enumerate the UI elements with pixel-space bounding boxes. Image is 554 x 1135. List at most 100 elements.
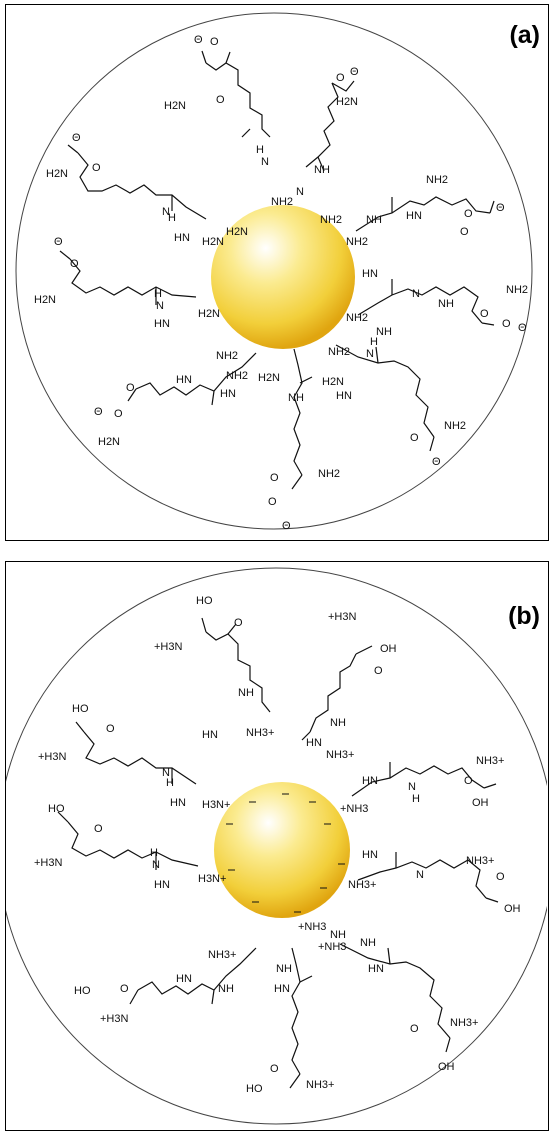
svg-text:Θ: Θ [496, 202, 505, 214]
svg-text:HN: HN [170, 797, 186, 809]
svg-text:NH3+: NH3+ [246, 727, 274, 739]
svg-text:NH2: NH2 [320, 214, 342, 226]
svg-text:NH3+: NH3+ [476, 755, 504, 767]
svg-text:H2N: H2N [322, 376, 344, 388]
svg-text:N: N [162, 767, 170, 779]
svg-text:NH: NH [276, 963, 292, 975]
svg-text:Θ: Θ [518, 322, 527, 334]
svg-text:Θ: Θ [282, 520, 291, 532]
svg-text:H: H [154, 288, 162, 300]
svg-text:NH3+: NH3+ [348, 879, 376, 891]
svg-text:Θ: Θ [432, 456, 441, 468]
svg-text:N: N [366, 348, 374, 360]
svg-text:NH3+: NH3+ [208, 949, 236, 961]
svg-text:O: O [94, 823, 103, 835]
svg-text:H2N: H2N [98, 436, 120, 448]
svg-text:H2N: H2N [46, 168, 68, 180]
svg-text:H: H [370, 336, 378, 348]
svg-text:NH: NH [366, 214, 382, 226]
svg-text:NH: NH [314, 164, 330, 176]
svg-text:+NH3: +NH3 [298, 921, 326, 933]
svg-text:OH: OH [380, 643, 397, 655]
svg-text:HN: HN [274, 983, 290, 995]
svg-text:NH3+: NH3+ [450, 1017, 478, 1029]
svg-text:+H3N: +H3N [154, 641, 182, 653]
svg-text:H: H [150, 847, 158, 859]
svg-text:O: O [464, 775, 473, 787]
outer-circle [15, 12, 533, 530]
svg-text:HN: HN [336, 390, 352, 402]
svg-text:HN: HN [174, 232, 190, 244]
svg-text:OH: OH [438, 1061, 455, 1073]
svg-text:H3N+: H3N+ [202, 799, 230, 811]
svg-text:NH3+: NH3+ [466, 855, 494, 867]
svg-text:N: N [416, 869, 424, 881]
outer-circle [6, 567, 547, 1125]
svg-text:+NH3: +NH3 [340, 803, 368, 815]
svg-text:HN: HN [406, 210, 422, 222]
svg-text:+H3N: +H3N [34, 857, 62, 869]
svg-text:HN: HN [368, 963, 384, 975]
svg-text:N: N [412, 288, 420, 300]
svg-text:HN: HN [306, 737, 322, 749]
svg-text:HN: HN [154, 879, 170, 891]
svg-text:NH: NH [360, 937, 376, 949]
svg-text:N: N [152, 859, 160, 871]
svg-text:O: O [374, 665, 383, 677]
svg-text:O: O [410, 432, 419, 444]
gold-nanoparticle [211, 205, 355, 349]
svg-text:+NH3: +NH3 [318, 941, 346, 953]
svg-text:H2N: H2N [226, 226, 248, 238]
svg-text:HN: HN [154, 318, 170, 330]
svg-text:H: H [256, 144, 264, 156]
svg-text:+H3N: +H3N [328, 611, 356, 623]
svg-text:NH2: NH2 [226, 370, 248, 382]
svg-text:Θ: Θ [72, 132, 81, 144]
svg-text:H2N: H2N [198, 308, 220, 320]
svg-text:NH2: NH2 [444, 420, 466, 432]
svg-text:HN: HN [176, 973, 192, 985]
svg-text:NH2: NH2 [318, 468, 340, 480]
svg-text:NH3+: NH3+ [306, 1079, 334, 1091]
panel-a-bonds [59, 50, 495, 490]
svg-text:NH: NH [288, 392, 304, 404]
svg-text:N: N [156, 300, 164, 312]
svg-text:H2N: H2N [336, 96, 358, 108]
svg-text:Θ: Θ [350, 66, 359, 78]
svg-text:OH: OH [504, 903, 521, 915]
svg-text:NH2: NH2 [216, 350, 238, 362]
svg-text:O: O [216, 94, 225, 106]
svg-text:NH: NH [438, 298, 454, 310]
svg-text:O: O [502, 318, 511, 330]
svg-text:N: N [296, 186, 304, 198]
surface-negative-charges [226, 793, 345, 913]
svg-text:NH2: NH2 [426, 174, 448, 186]
svg-text:NH: NH [238, 687, 254, 699]
svg-text:H: H [412, 793, 420, 805]
svg-text:OH: OH [472, 797, 489, 809]
gold-nanoparticle [214, 782, 350, 918]
panel-b-bonds [57, 617, 499, 1089]
svg-text:N: N [261, 156, 269, 168]
svg-text:HN: HN [362, 849, 378, 861]
svg-text:O: O [480, 308, 489, 320]
svg-text:O: O [270, 472, 279, 484]
svg-text:O: O [106, 723, 115, 735]
svg-text:O: O [336, 72, 345, 84]
svg-text:HN: HN [202, 729, 218, 741]
svg-text:O: O [114, 408, 123, 420]
panel-b: (b) [5, 561, 549, 1131]
svg-text:O: O [120, 983, 129, 995]
svg-text:HO: HO [48, 803, 65, 815]
svg-text:HO: HO [196, 595, 213, 607]
svg-text:O: O [496, 871, 505, 883]
svg-text:NH2: NH2 [346, 312, 368, 324]
svg-text:H: H [166, 777, 174, 789]
svg-text:O: O [460, 226, 469, 238]
svg-text:O: O [410, 1023, 419, 1035]
svg-text:O: O [126, 382, 135, 394]
